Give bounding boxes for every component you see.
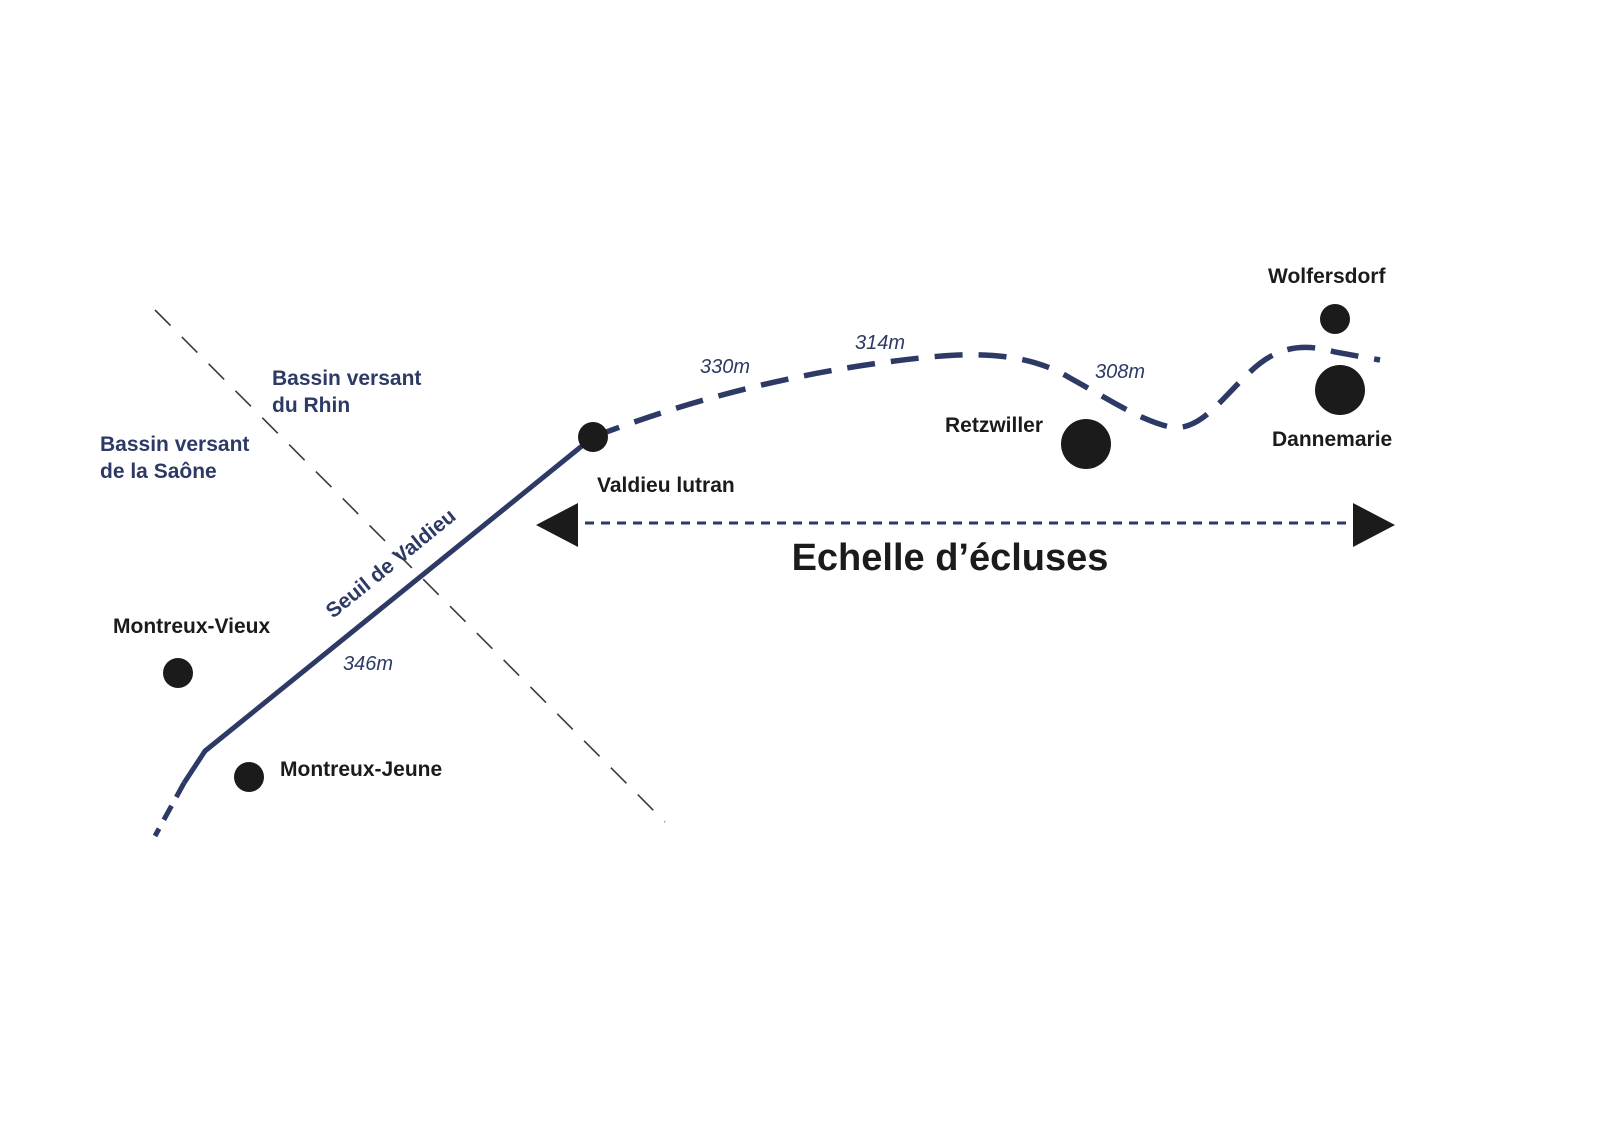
town-marker-montreux-vieux <box>163 658 193 688</box>
town-label-retzwiller: Retzwiller <box>945 414 1043 437</box>
basin-rhin-line1: Bassin versant <box>272 367 421 390</box>
town-label-wolfersdorf: Wolfersdorf <box>1268 265 1386 288</box>
arrowhead-left-icon <box>536 503 578 547</box>
town-marker-retzwiller <box>1061 419 1111 469</box>
altitude-346: 346m <box>343 653 393 675</box>
canal-summit-reach <box>202 434 596 754</box>
altitude-308: 308m <box>1095 361 1145 383</box>
town-marker-montreux-jeune <box>234 762 264 792</box>
town-marker-valdieu <box>578 422 608 452</box>
arrowhead-right-icon <box>1353 503 1395 547</box>
town-label-valdieu: Valdieu lutran <box>597 474 735 497</box>
town-label-montreux-jeune: Montreux-Jeune <box>280 758 442 781</box>
town-label-montreux-vieux: Montreux-Vieux <box>113 615 270 638</box>
town-label-dannemarie: Dannemarie <box>1272 428 1392 451</box>
basin-rhin-line2: du Rhin <box>272 394 350 417</box>
lock-ladder-label: Echelle d’écluses <box>792 537 1109 579</box>
watershed-divide-line <box>154 309 666 823</box>
town-marker-dannemarie <box>1315 365 1365 415</box>
basin-saone-line2: de la Saône <box>100 460 217 483</box>
basin-saone-line1: Bassin versant <box>100 433 249 456</box>
canal-east-dashed <box>592 344 1381 440</box>
town-marker-wolfersdorf <box>1320 304 1350 334</box>
canal-west-bend <box>181 749 208 785</box>
canal-west-dashed <box>152 781 187 838</box>
altitude-314: 314m <box>855 332 905 354</box>
altitude-330: 330m <box>700 356 750 378</box>
